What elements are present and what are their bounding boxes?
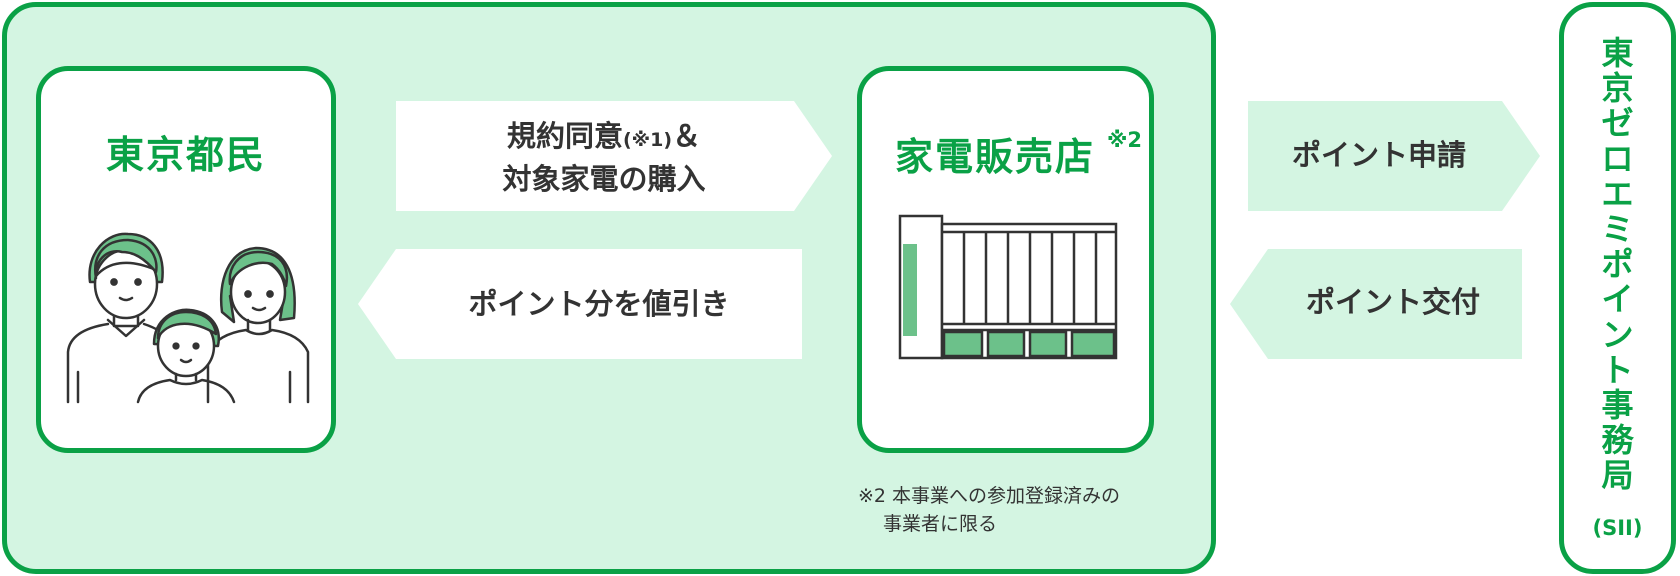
office-subtitle: (SII)	[1592, 516, 1643, 540]
discount-arrow	[358, 249, 802, 359]
office-title-char: 京	[1601, 69, 1634, 108]
office-title-char: ミ	[1601, 210, 1634, 249]
citizen-title: 東京都民	[105, 133, 266, 177]
issue-label: ポイント交付	[1305, 285, 1480, 319]
office-title-char: 東	[1601, 34, 1634, 72]
office-title-char: ン	[1601, 315, 1634, 354]
discount-label: ポイント分を値引き	[468, 287, 730, 321]
family-illustration-icon	[66, 232, 310, 404]
office-title-char: ロ	[1601, 139, 1634, 178]
office-card	[1559, 2, 1676, 574]
store-footnote-mark: ※2	[1107, 128, 1143, 152]
store-title: 家電販売店	[895, 135, 1096, 179]
office-title-char: イ	[1601, 280, 1634, 319]
agreement-label: 規約同意(※1)＆ 対象家電の購入	[502, 119, 706, 196]
office-title-char: ト	[1601, 350, 1634, 389]
office-title-char: ゼ	[1601, 104, 1634, 143]
office-title-char: 務	[1601, 421, 1634, 460]
store-footnote: ※2 本事業への参加登録済みの 事業者に限る	[858, 485, 1121, 535]
office-title-char: エ	[1601, 174, 1634, 213]
office-title: 東京ゼロエミポイント事務局	[1566, 34, 1669, 495]
office-title-char: ポ	[1601, 245, 1634, 284]
issue-arrow	[1230, 249, 1522, 359]
apply-arrow	[1248, 101, 1540, 211]
store-building-icon	[898, 214, 1118, 360]
agreement-arrow	[396, 101, 832, 211]
office-title-char: 事	[1601, 386, 1634, 425]
office-title-char: 局	[1601, 456, 1634, 495]
apply-label: ポイント申請	[1291, 138, 1466, 172]
citizen-card	[36, 66, 336, 453]
